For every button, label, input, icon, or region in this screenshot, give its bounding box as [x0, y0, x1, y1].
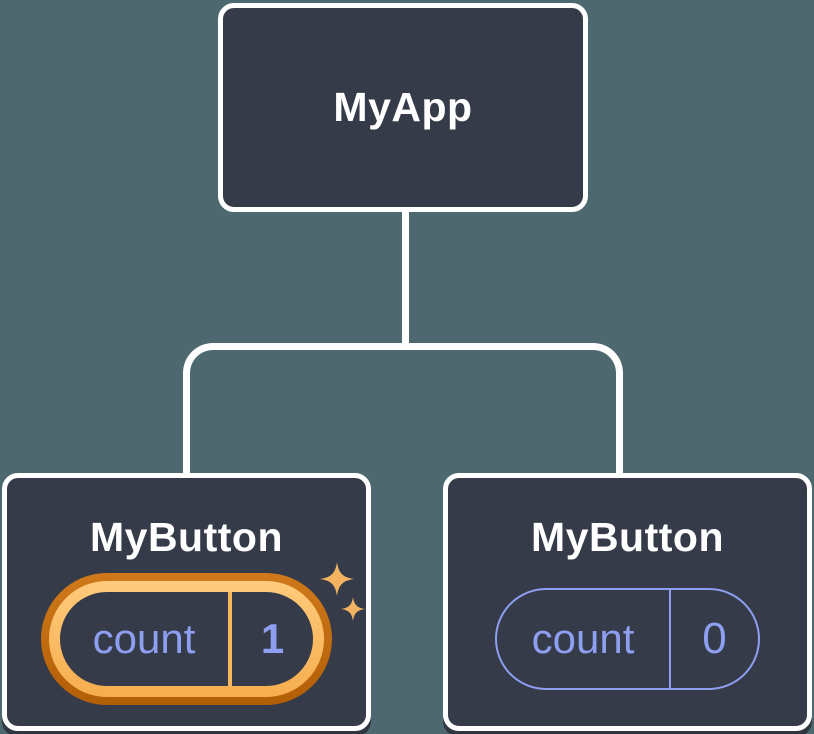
connector-branch-bracket — [183, 343, 623, 473]
state-pill-divider — [669, 590, 671, 688]
state-pill-row: count 1 — [7, 573, 366, 705]
node-myapp-label: MyApp — [333, 84, 473, 130]
state-pill-right: count 0 — [495, 588, 760, 690]
state-value: 0 — [702, 614, 727, 663]
node-mybutton-left: MyButton count 1 — [2, 473, 371, 731]
state-pill-gold-ring: count 1 — [49, 581, 324, 697]
state-pill-left: count 1 — [60, 592, 313, 686]
state-value: 1 — [260, 615, 285, 662]
node-myapp: MyApp — [218, 3, 588, 212]
node-mybutton-right: MyButton count 0 — [443, 473, 812, 731]
state-pill-divider — [228, 592, 232, 686]
connector-root-stem — [402, 212, 409, 347]
state-key-label: count — [92, 615, 196, 662]
sparkle-icon — [341, 597, 365, 621]
sparkle-icon — [320, 562, 354, 596]
node-mybutton-left-label: MyButton — [89, 514, 283, 560]
node-mybutton-right-label: MyButton — [530, 514, 724, 560]
state-pill-row: count 0 — [448, 573, 807, 705]
state-key-label: count — [531, 615, 635, 662]
state-pill-highlight-ring: count 1 — [41, 573, 332, 705]
